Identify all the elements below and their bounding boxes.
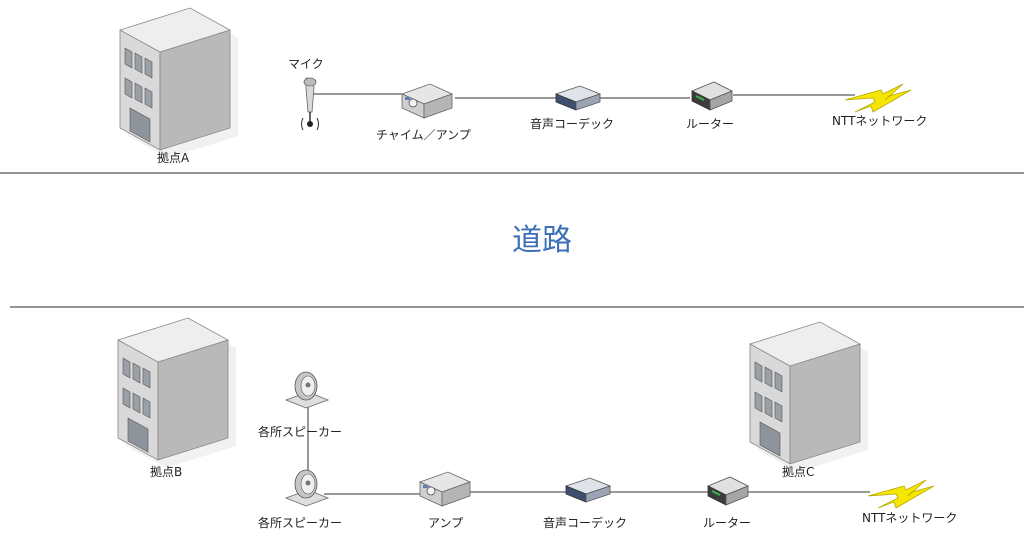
site-a: 拠点A マイク チャイム／アンプ 音声コーデック ルーター NTTネットワーク — [119, 7, 927, 165]
router-b-icon — [707, 476, 749, 506]
site-b: 拠点B 各所スピーカー 各所スピーカー アンプ 音声コーデック ルーター NTT… — [117, 317, 957, 530]
codec-a-label: 音声コーデック — [530, 116, 614, 131]
codec-a-icon — [555, 85, 601, 111]
amp-b-icon — [419, 471, 471, 507]
building-a-label: 拠点A — [157, 151, 190, 165]
codec-b-label: 音声コーデック — [543, 515, 627, 530]
speaker-lower-icon — [285, 469, 329, 507]
router-a-icon — [691, 81, 733, 111]
amp-b-label: アンプ — [428, 516, 463, 530]
speaker-lower-label: 各所スピーカー — [258, 515, 342, 530]
building-b-icon — [117, 317, 237, 469]
chime-amp-label: チャイム／アンプ — [376, 128, 471, 142]
mic-icon — [300, 77, 320, 131]
building-c-label: 拠点C — [782, 465, 814, 479]
codec-b-icon — [565, 477, 611, 503]
lightning-b-icon — [867, 479, 935, 509]
router-a-label: ルーター — [686, 117, 734, 131]
router-b-label: ルーター — [703, 516, 751, 530]
chime-amp-icon — [401, 83, 453, 119]
mic-label: マイク — [288, 57, 324, 71]
building-c-icon — [749, 321, 869, 473]
building-b-label: 拠点B — [150, 465, 182, 479]
lightning-a-icon — [844, 83, 912, 113]
network-a-label: NTTネットワーク — [832, 114, 927, 128]
building-a-icon — [119, 7, 239, 159]
speaker-upper-icon — [285, 371, 329, 409]
road-label: 道路 — [512, 223, 572, 258]
network-b-label: NTTネットワーク — [862, 511, 957, 525]
site-c: 拠点C — [749, 321, 869, 479]
speaker-upper-label: 各所スピーカー — [258, 424, 342, 439]
